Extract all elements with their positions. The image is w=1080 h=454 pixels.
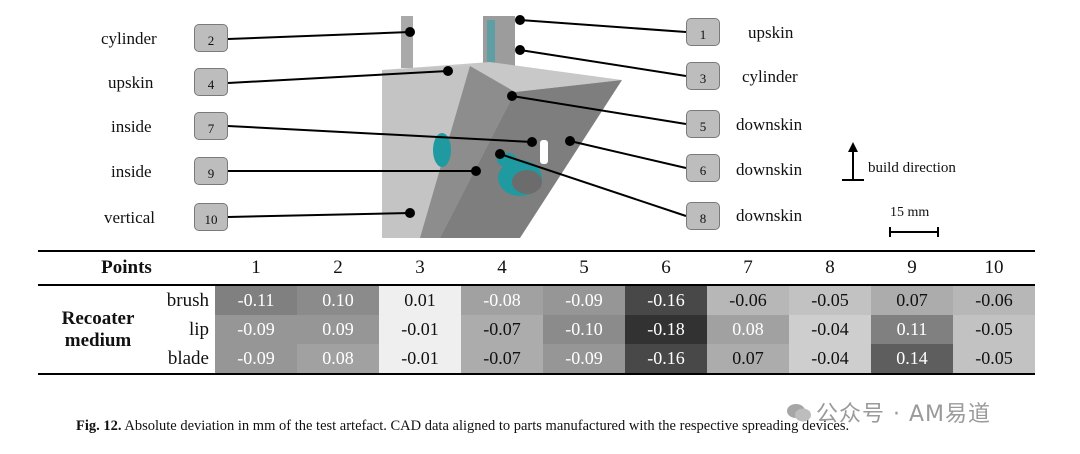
- table-cell: -0.05: [953, 315, 1035, 344]
- figure-caption: Fig. 12. Absolute deviation in mm of the…: [76, 418, 849, 435]
- table-cell: -0.07: [461, 315, 543, 344]
- table-cell: -0.16: [625, 344, 707, 375]
- recoater-medium-label: Recoater medium: [38, 285, 158, 375]
- table-cell: -0.09: [215, 344, 297, 375]
- callout-box-9: 9: [194, 157, 228, 185]
- table-cell: -0.09: [543, 285, 625, 315]
- callout-label-5: downskin: [736, 115, 803, 134]
- table-cell: -0.10: [543, 315, 625, 344]
- table-cell: 0.09: [297, 315, 379, 344]
- callout-label-1: upskin: [748, 23, 794, 42]
- table-cell: -0.16: [625, 285, 707, 315]
- test-artefact-figure: cylinder 2 upskin 4 inside 7 inside 9 ve…: [101, 15, 956, 238]
- scale-label: 15 mm: [890, 205, 930, 220]
- table-cell: -0.05: [953, 344, 1035, 375]
- callout-label-9: inside: [111, 162, 152, 181]
- deviation-table: Points 1 2 3 4 5 6 7 8 9 10 Recoater med…: [38, 250, 1035, 375]
- callout-box-5: 5: [686, 110, 720, 138]
- small-cylinder: [401, 16, 413, 68]
- scale-bar: [889, 227, 939, 237]
- callout-box-6: 6: [686, 154, 720, 182]
- callout-lines: [227, 19, 687, 218]
- column-header: 5: [543, 250, 625, 286]
- table-cell: -0.04: [789, 315, 871, 344]
- callout-box-10: 10: [194, 203, 228, 231]
- table-cell: 0.01: [379, 285, 461, 315]
- column-header: 4: [461, 250, 543, 286]
- row-label: blade: [158, 344, 215, 375]
- column-header: 2: [297, 250, 379, 286]
- table-cell: 0.11: [871, 315, 953, 344]
- table-cell: 0.14: [871, 344, 953, 375]
- table-row: Recoater medium brush -0.11 0.10 0.01 -0…: [38, 285, 1035, 375]
- table-cell: 0.07: [871, 285, 953, 315]
- column-header: 10: [953, 250, 1035, 286]
- callout-label-10: vertical: [104, 208, 155, 227]
- callout-box-1: 1: [686, 18, 720, 46]
- callout-box-7: 7: [194, 112, 228, 140]
- table-cell: 0.08: [297, 344, 379, 375]
- column-header: 3: [379, 250, 461, 286]
- callout-dots: [405, 15, 575, 218]
- column-header: 6: [625, 250, 707, 286]
- table-row: blade -0.09 0.08 -0.01 -0.07 -0.09 -0.16…: [38, 344, 1035, 375]
- callout-label-3: cylinder: [742, 67, 798, 86]
- callout-label-8: downskin: [736, 206, 803, 225]
- table-cell: -0.05: [789, 285, 871, 315]
- table-header-row: Points 1 2 3 4 5 6 7 8 9 10: [38, 250, 1035, 286]
- callout-label-7: inside: [111, 117, 152, 136]
- table-cell: -0.08: [461, 285, 543, 315]
- table-cell: -0.04: [789, 344, 871, 375]
- column-header: 7: [707, 250, 789, 286]
- callout-box-2: 2: [194, 24, 228, 52]
- table-cell: -0.01: [379, 315, 461, 344]
- downskin-face: [440, 80, 622, 238]
- points-header: Points: [38, 250, 215, 286]
- callout-box-8: 8: [686, 202, 720, 230]
- teal-marker: [433, 133, 451, 167]
- row-label: lip: [188, 318, 209, 340]
- caption-text: Absolute deviation in mm of the test art…: [124, 418, 850, 434]
- callout-box-4: 4: [194, 68, 228, 96]
- part-render: [227, 15, 939, 238]
- table-cell: -0.06: [953, 285, 1035, 315]
- table-cell: 0.10: [297, 285, 379, 315]
- build-direction-label: build direction: [868, 160, 956, 176]
- table-cell: -0.07: [461, 344, 543, 375]
- table-cell: -0.01: [379, 344, 461, 375]
- table-cell: -0.11: [215, 285, 297, 315]
- table-cell: -0.09: [543, 344, 625, 375]
- wechat-icon: [787, 404, 811, 422]
- callout-label-4: upskin: [108, 73, 154, 92]
- table-cell: -0.06: [707, 285, 789, 315]
- column-header: 1: [215, 250, 297, 286]
- table-cell: 0.07: [707, 344, 789, 375]
- callout-box-3: 3: [686, 62, 720, 90]
- column-header: 9: [871, 250, 953, 286]
- caption-label: Fig. 12.: [76, 418, 122, 434]
- table-cell: -0.18: [625, 315, 707, 344]
- watermark: 公众号 · AM易道: [786, 396, 991, 428]
- build-direction-arrow-icon: [842, 142, 864, 181]
- callout-label-2: cylinder: [101, 29, 157, 48]
- column-header: 8: [789, 250, 871, 286]
- table-row: lip -0.09 0.09 -0.01 -0.07 -0.10 -0.18 0…: [38, 315, 1035, 344]
- table-cell: -0.09: [215, 315, 297, 344]
- row-label: brush: [166, 289, 209, 311]
- table-cell: 0.08: [707, 315, 789, 344]
- callout-label-6: downskin: [736, 160, 803, 179]
